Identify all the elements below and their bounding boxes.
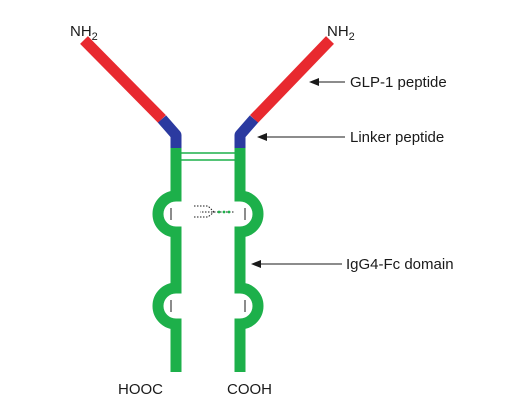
fc-callout-arrow (251, 260, 342, 268)
glp1-callout-arrow (309, 78, 345, 86)
intradomain-disulfide-bonds (170, 208, 246, 312)
glp1-peptide-label: GLP-1 peptide (350, 74, 447, 91)
linker-peptide-label: Linker peptide (350, 129, 444, 146)
glp1-peptide-left-arm (80, 36, 166, 123)
hinge-disulfide-bonds (181, 152, 235, 161)
linker-peptide-right (234, 115, 259, 148)
right-n-terminus-label: NH2 (327, 23, 355, 43)
fc-domain-label: IgG4-Fc domain (346, 256, 454, 273)
left-n-terminus-label: NH2 (70, 23, 98, 43)
linker-peptide-left (157, 115, 182, 148)
left-c-terminus-label: HOOC (118, 381, 163, 398)
linker-callout-arrow (257, 133, 345, 141)
fc-chain-left (152, 148, 182, 372)
glycan-terminal-dots (217, 210, 231, 214)
fc-chain-right (234, 148, 264, 372)
glp1-peptide-right-arm (250, 36, 334, 123)
right-c-terminus-label: COOH (227, 381, 272, 398)
